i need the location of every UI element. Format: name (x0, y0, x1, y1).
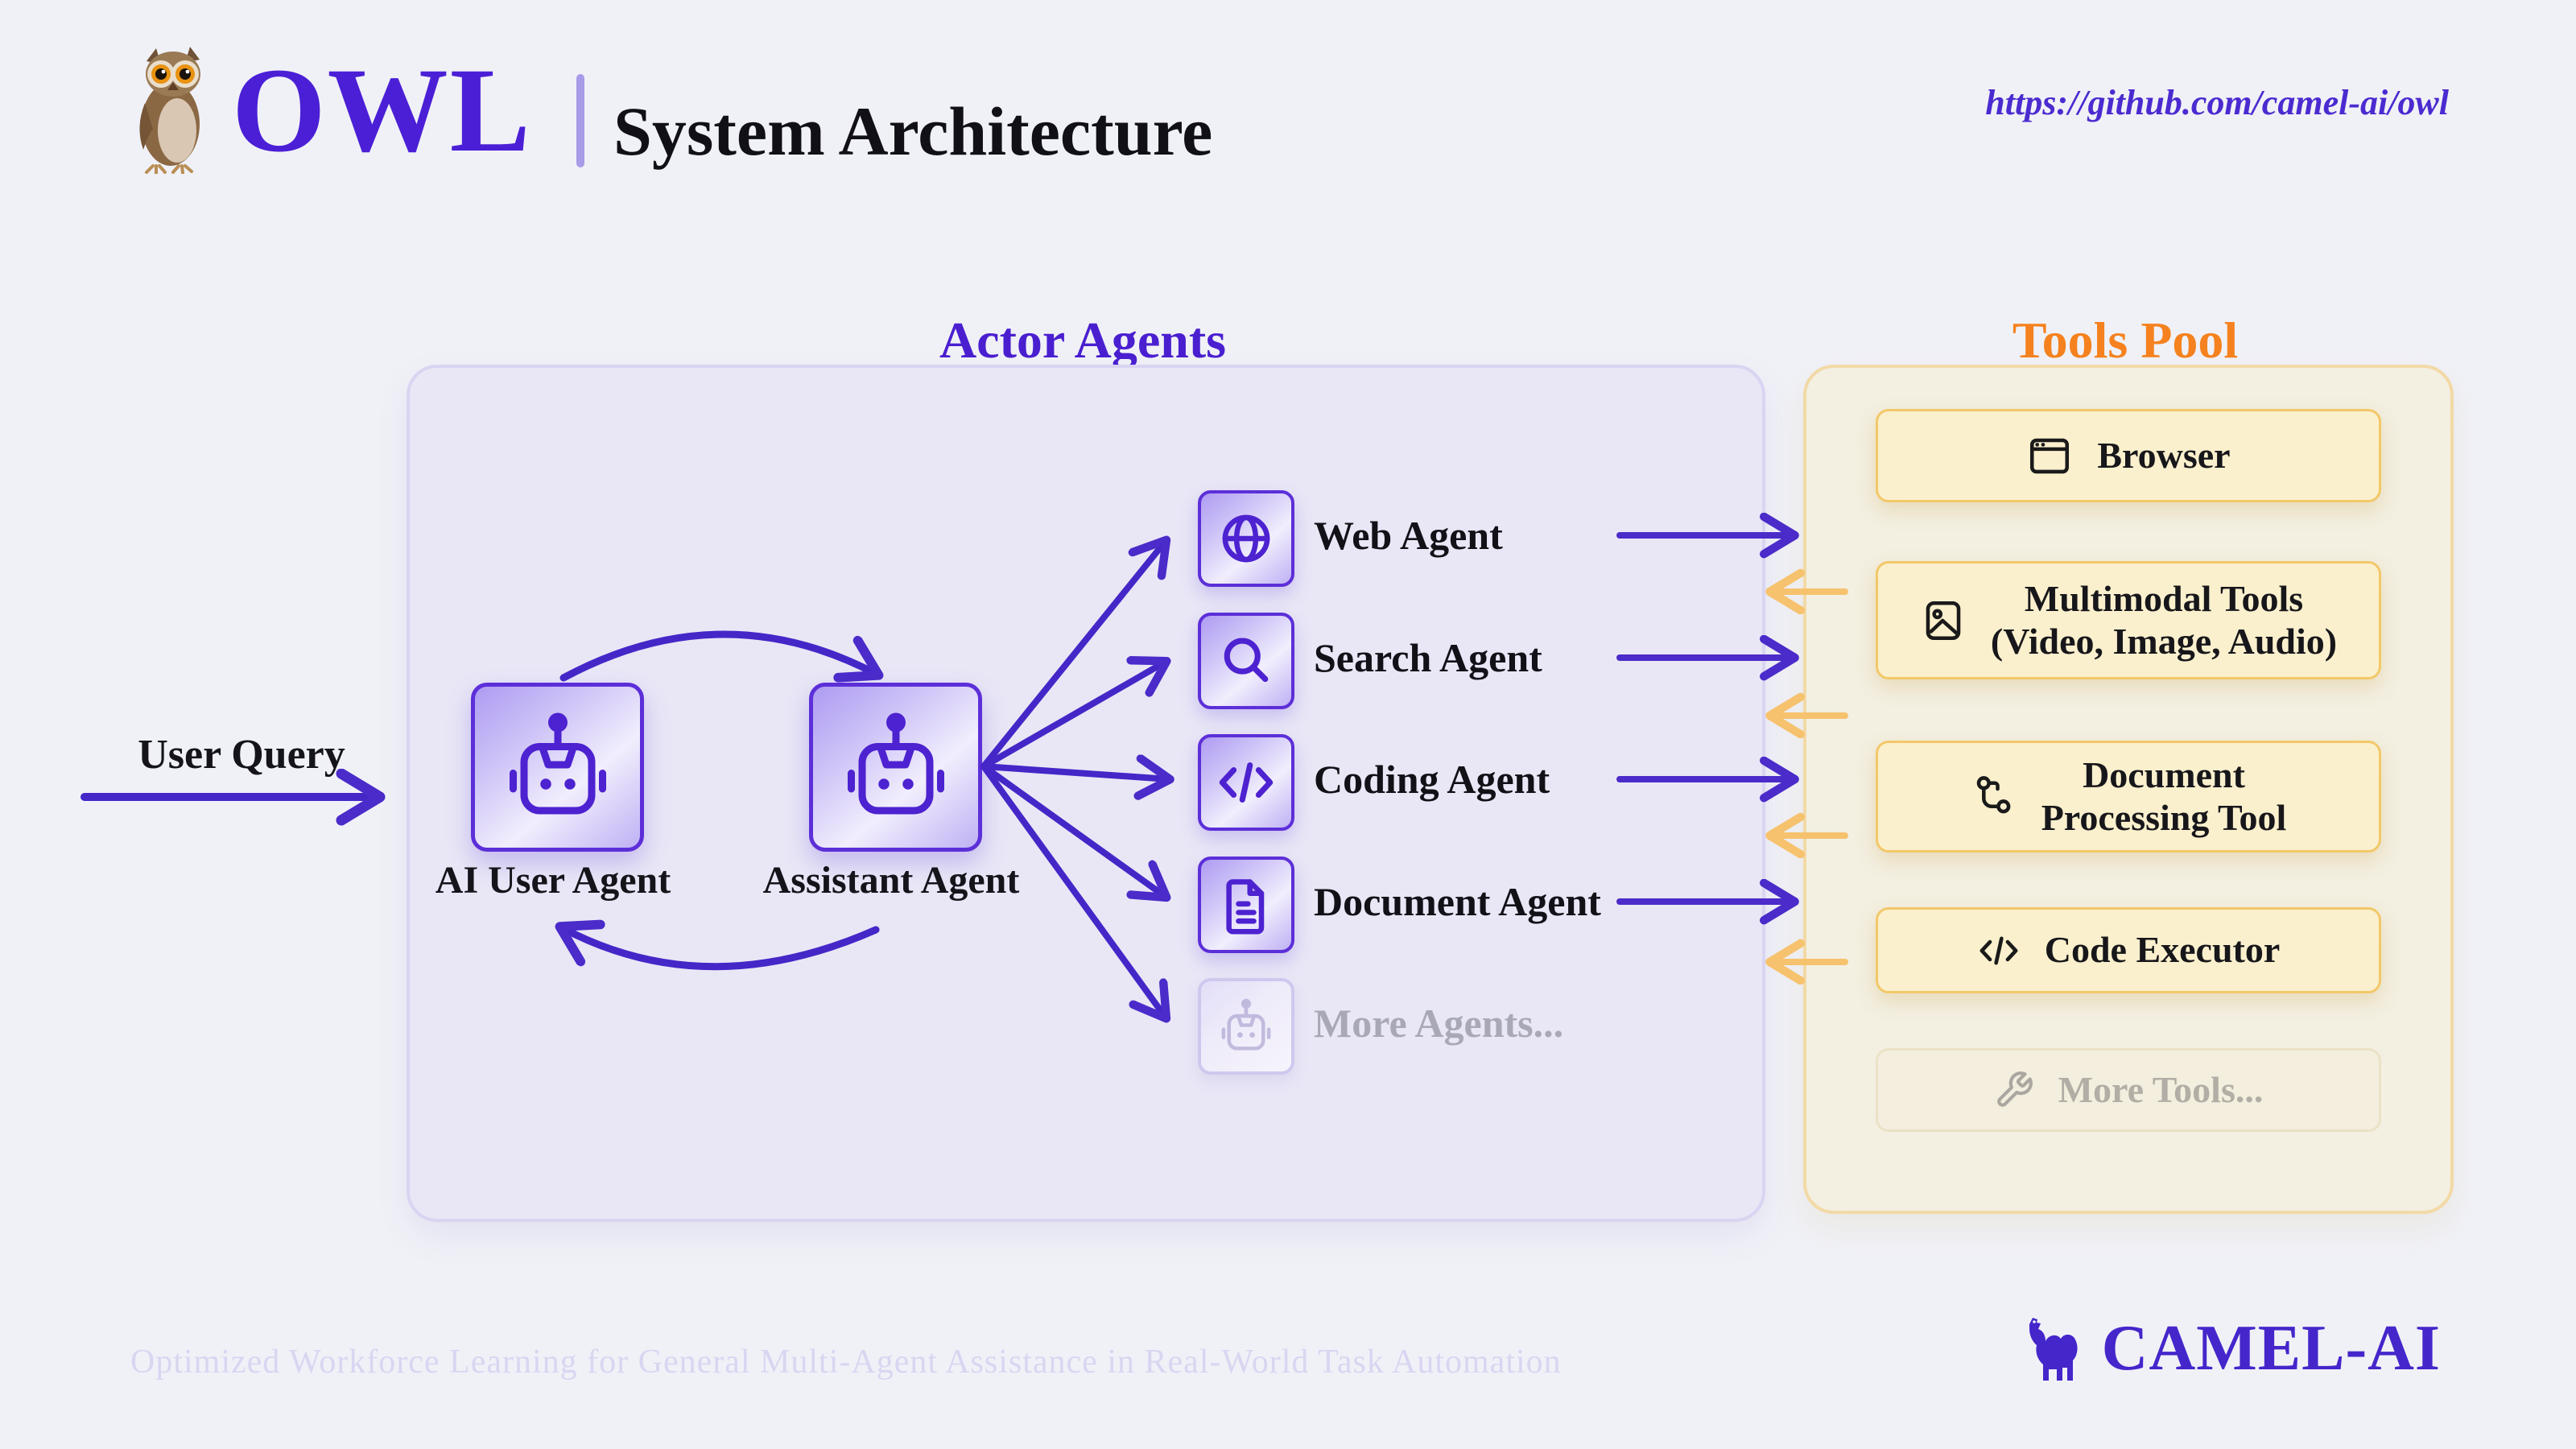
tool-label-line2: Processing Tool (2041, 796, 2287, 838)
assistant-agent-label: Assistant Agent (762, 859, 1020, 902)
ai-user-agent-label: AI User Agent (435, 859, 671, 902)
fan-arrow-search (980, 662, 1166, 770)
ai-user-agent-node (471, 683, 644, 852)
fan-arrow-coding (980, 766, 1169, 779)
search-icon (1224, 638, 1269, 683)
browser-icon (2030, 438, 2070, 474)
top-cycle-arrow (559, 630, 877, 678)
workflow-icon (1976, 775, 2011, 813)
title-divider (576, 74, 584, 167)
fan-arrow-web (980, 541, 1166, 770)
coding-agent-node (1198, 734, 1294, 831)
browser-tool-card: Browser (1876, 409, 2381, 502)
tools-to-agents-arrows (1771, 592, 1848, 962)
actor-agents-heading: Actor Agents (939, 312, 1227, 369)
camel-ai-brand: CAMEL-AI (2025, 1312, 2441, 1385)
more-agents-node (1198, 978, 1294, 1075)
code-icon (1219, 762, 1274, 803)
tool-label-line1: Document (2083, 754, 2245, 796)
robot-icon (509, 712, 606, 815)
tool-label: More Tools... (2058, 1068, 2264, 1110)
globe-icon (1222, 514, 1270, 563)
document-icon (1226, 879, 1265, 935)
bottom-cycle-arrow (561, 927, 880, 971)
document-agent-node (1198, 857, 1294, 953)
search-agent-label: Search Agent (1314, 635, 1542, 680)
code-icon (1979, 935, 2018, 965)
camel-icon (2029, 1317, 2078, 1381)
search-agent-node (1198, 613, 1294, 709)
robot-icon (847, 712, 944, 815)
repo-url-link[interactable]: https://github.com/camel-ai/owl (1985, 83, 2449, 122)
multimodal-tools-card: Multimodal Tools (Video, Image, Audio) (1876, 561, 2381, 679)
user-query-label: User Query (138, 732, 345, 778)
tool-label: Browser (2097, 434, 2231, 476)
agents-to-tools-arrows (1616, 535, 1794, 902)
owl-logo-icon (139, 47, 200, 174)
web-agent-label: Web Agent (1314, 513, 1503, 558)
more-agents-label: More Agents... (1314, 1001, 1564, 1046)
tool-label-line2: (Video, Image, Audio) (1990, 620, 2338, 662)
tool-label: Code Executor (2044, 929, 2281, 971)
assistant-agent-node (809, 683, 982, 852)
wrench-icon (1996, 1071, 2033, 1107)
more-tools-card: More Tools... (1876, 1048, 2381, 1132)
footer-tagline: Optimized Workforce Learning for General… (130, 1344, 1562, 1381)
image-icon (1926, 601, 1961, 640)
document-agent-label: Document Agent (1314, 879, 1601, 924)
coding-agent-label: Coding Agent (1314, 757, 1550, 802)
fan-arrow-document (980, 763, 1166, 897)
web-agent-node (1198, 490, 1294, 587)
document-processing-tool-card: Document Processing Tool (1876, 741, 2381, 852)
robot-icon (1221, 998, 1271, 1051)
app-title: OWL (232, 43, 532, 177)
code-executor-card: Code Executor (1876, 907, 2381, 993)
owl-emoji-logo (129, 47, 219, 174)
brand-name: CAMEL-AI (2101, 1313, 2441, 1384)
assistant-fanout-arrows (980, 541, 1169, 1018)
fan-arrow-more (980, 763, 1166, 1018)
page-title: System Architecture (613, 93, 1213, 170)
tool-label-line1: Multimodal Tools (2024, 578, 2304, 620)
tools-pool-heading: Tools Pool (2012, 312, 2239, 369)
